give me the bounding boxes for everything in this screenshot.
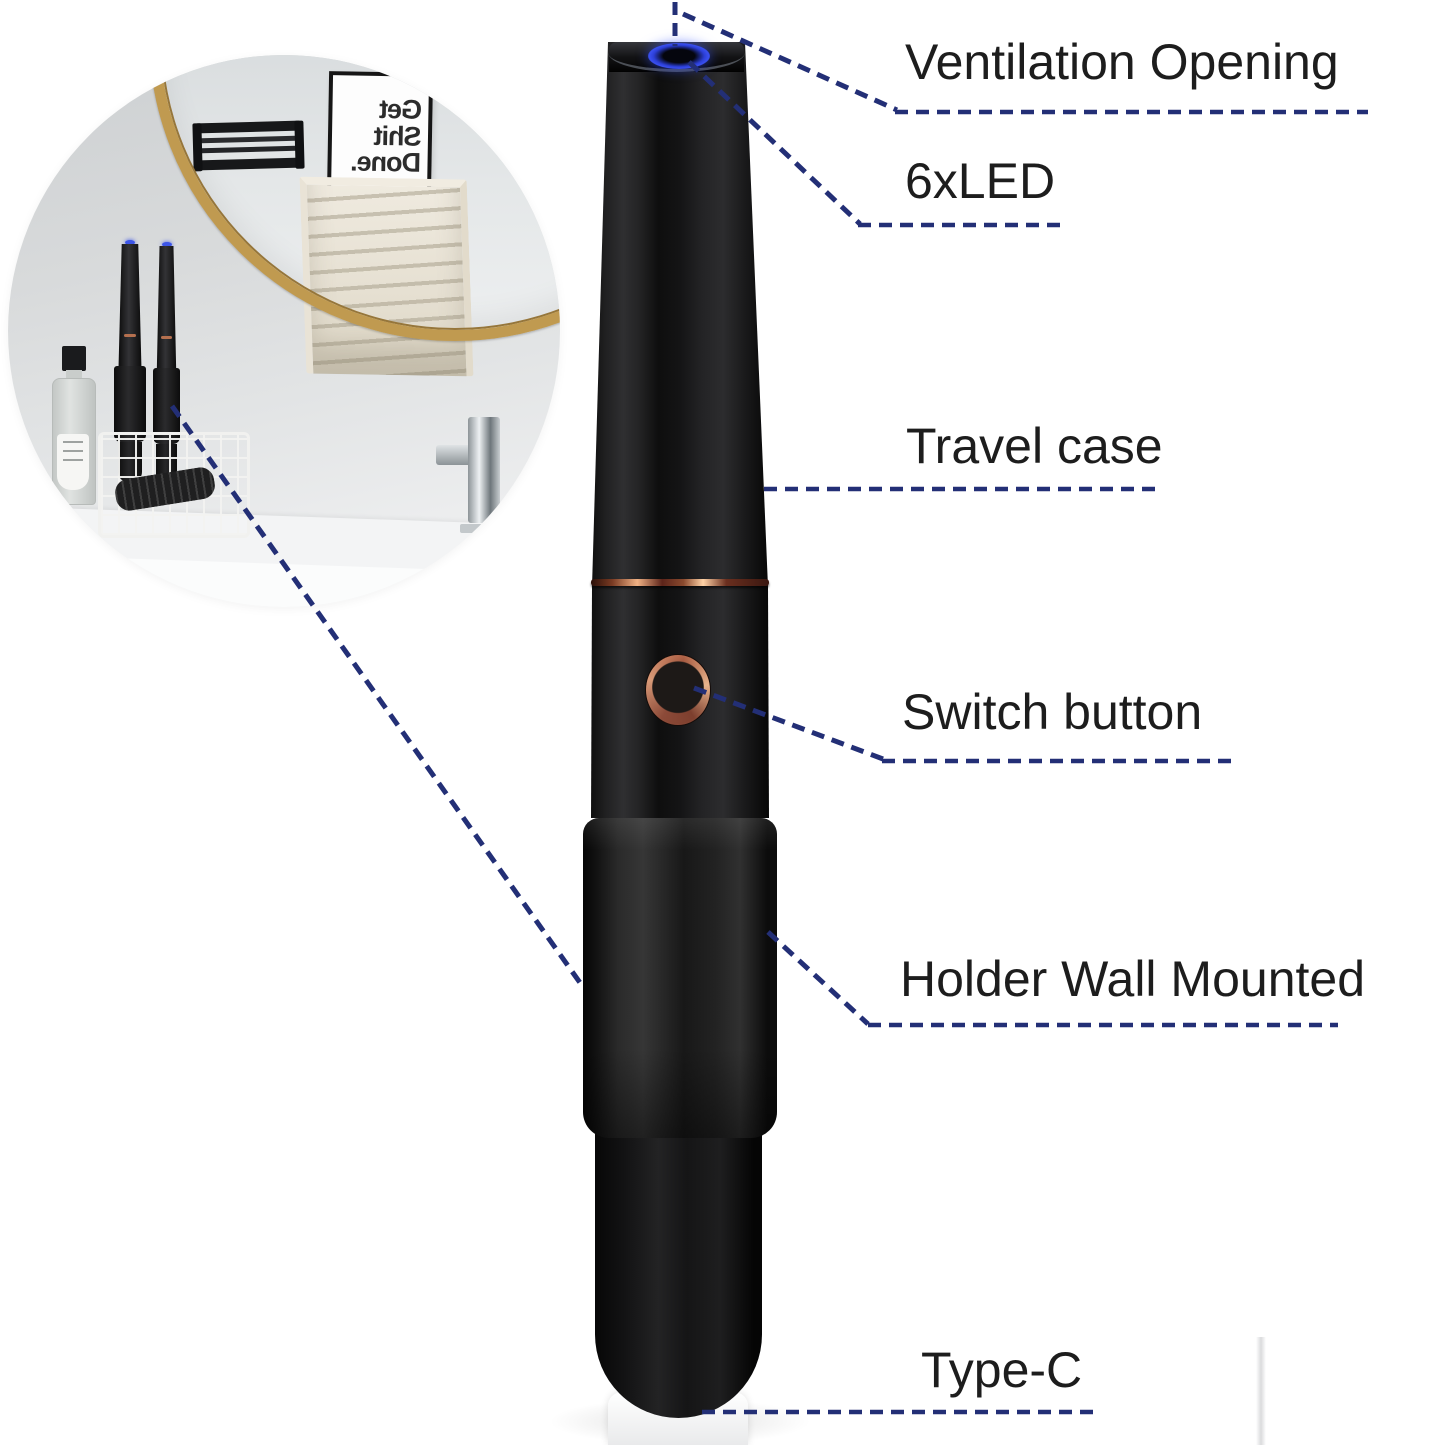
copper-ring-small bbox=[123, 334, 137, 337]
wire-basket bbox=[98, 432, 250, 538]
bottle-label bbox=[57, 434, 89, 490]
sterilizer-pen-device bbox=[548, 42, 812, 1445]
label-6xled: 6xLED bbox=[905, 153, 1056, 209]
led-dot bbox=[161, 242, 172, 247]
bathroom-inset-photo: Get Shit Done. bbox=[8, 55, 560, 607]
wall-holder-sleeve bbox=[583, 818, 777, 1138]
faucet-spout bbox=[436, 445, 478, 465]
copper-separator-ring bbox=[591, 579, 769, 586]
led-ring-icon bbox=[648, 43, 710, 69]
device-bottom-tube bbox=[595, 1120, 762, 1418]
label-travel-case: Travel case bbox=[906, 418, 1163, 474]
bottle-cap bbox=[62, 346, 86, 371]
pen-holder-small bbox=[114, 366, 146, 442]
faucet-base bbox=[460, 524, 504, 533]
chrome-faucet bbox=[436, 417, 504, 533]
pen-holder-small bbox=[153, 368, 180, 444]
lotion-bottle bbox=[52, 346, 96, 505]
callout-line-holder-diagonal bbox=[766, 930, 870, 1026]
led-dot bbox=[125, 240, 135, 245]
callout-line-switch-diagonal bbox=[693, 685, 884, 762]
callout-line-led-diagonal bbox=[687, 60, 862, 226]
label-holder-wall-mounted: Holder Wall Mounted bbox=[900, 951, 1366, 1007]
copper-ring-small bbox=[161, 336, 172, 339]
bottle-neck bbox=[66, 370, 82, 380]
device-top-arc bbox=[608, 33, 745, 72]
label-ventilation-opening: Ventilation Opening bbox=[905, 34, 1339, 90]
label-type-c: Type-C bbox=[921, 1342, 1083, 1398]
photo-edge-artifact bbox=[1256, 1337, 1266, 1445]
callout-line-inset-to-holder bbox=[169, 404, 586, 989]
label-switch-button: Switch button bbox=[902, 684, 1203, 740]
callout-line-ventilation-diagonal bbox=[681, 11, 899, 113]
faucet-body bbox=[468, 417, 500, 523]
